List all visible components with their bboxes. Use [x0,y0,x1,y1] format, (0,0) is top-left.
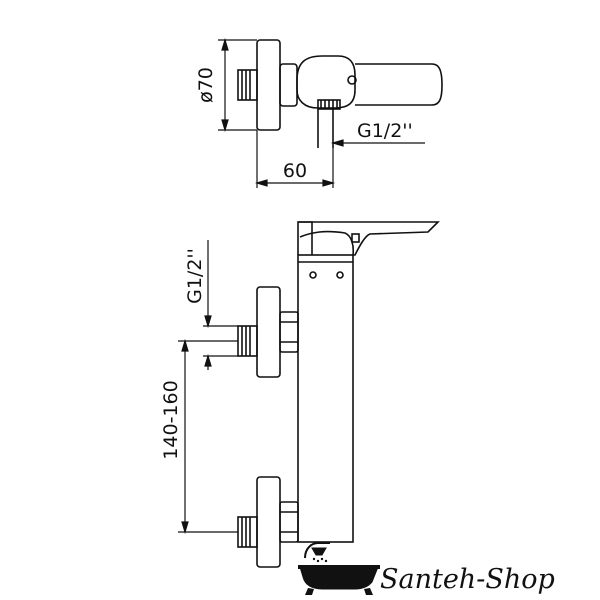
brand-name: Santeh-Shop [380,564,555,595]
upper-connector [237,325,258,357]
lower-nut [279,501,299,543]
top-view-lever [355,63,443,106]
top-view [237,39,443,148]
top-view-connector [237,69,258,101]
lower-connector [237,516,258,548]
front-view-dimensions [178,240,238,535]
upper-nut [279,311,299,353]
top-view-nut [279,63,298,107]
upper-flange [256,286,281,378]
thread-label-side: G1/2'' [184,248,206,304]
depth-label: 60 [283,160,307,182]
top-view-flange [256,39,281,131]
mixer-cartridge [297,221,313,255]
mixer-lever [298,221,440,256]
bathtub-shower-icon [298,542,380,595]
spacing-label: 140-160 [160,380,182,459]
diameter-label: ø70 [195,67,217,103]
front-view [237,221,440,568]
top-view-body [296,55,356,109]
thread-label-top: G1/2'' [357,120,413,142]
lower-flange [256,476,281,568]
mixer-body [297,254,354,543]
top-view-dimensions [218,37,425,188]
